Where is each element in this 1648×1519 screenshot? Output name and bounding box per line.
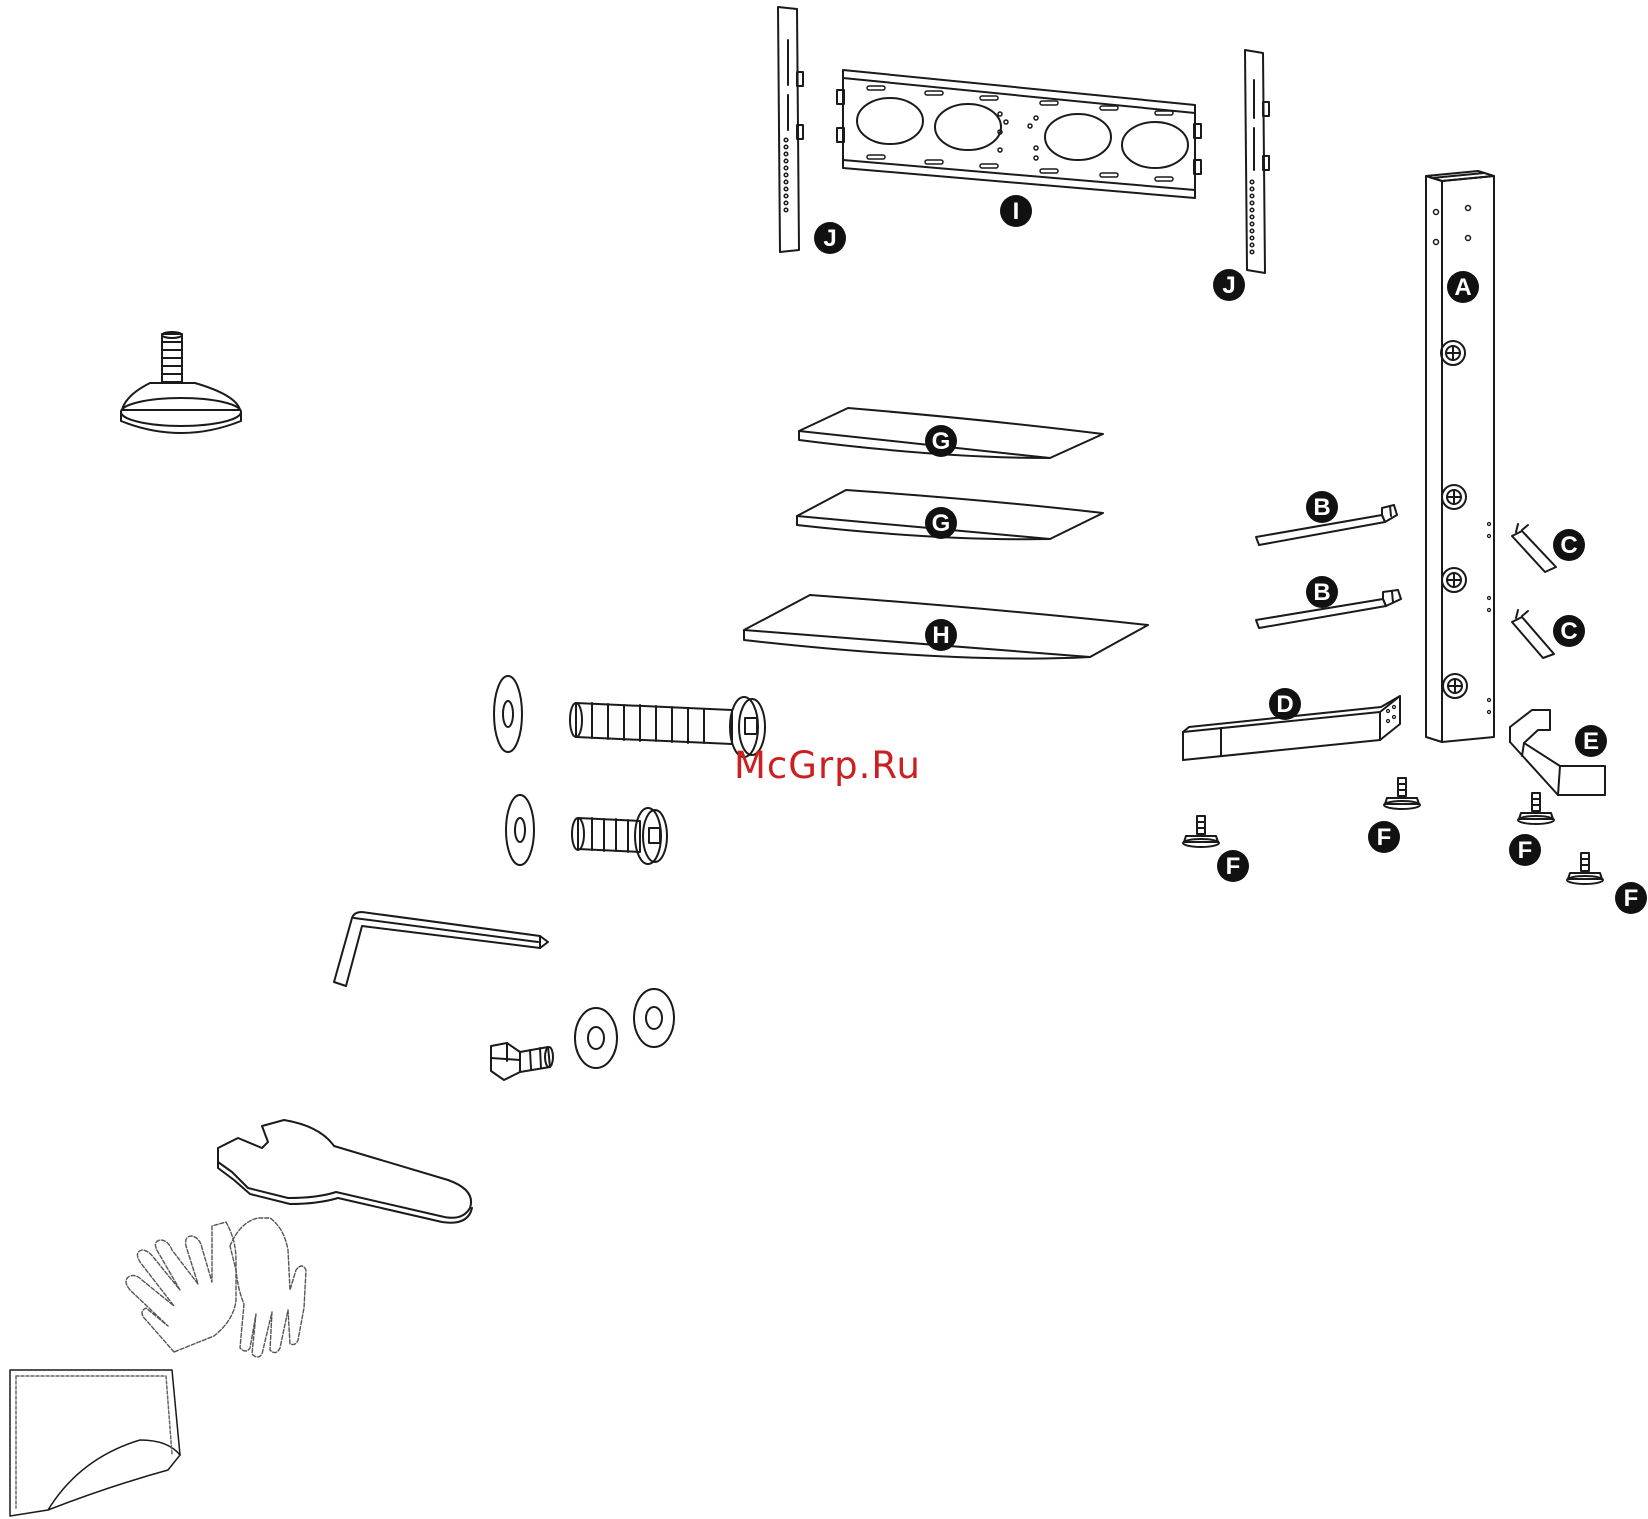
part-f-foot-2 <box>1384 778 1420 809</box>
label-badge-a: A <box>1447 271 1479 303</box>
label-c-lower: C <box>1560 618 1577 645</box>
short-bolt-washer <box>506 795 534 865</box>
label-f-4: F <box>1624 885 1639 912</box>
label-g-middle: G <box>932 510 951 537</box>
part-i-wall-plate <box>837 70 1201 198</box>
part-f-foot-1 <box>1183 816 1219 847</box>
label-badge-h: H <box>925 619 957 651</box>
part-f-foot-3 <box>1518 793 1554 824</box>
label-badge-d: D <box>1269 688 1301 720</box>
label-e: E <box>1583 728 1599 755</box>
label-badge-g-middle: G <box>925 507 957 539</box>
part-c-clip-upper <box>1512 524 1556 572</box>
label-badge-b-upper: B <box>1306 491 1338 523</box>
part-j-right-bracket <box>1245 50 1269 273</box>
label-j-right: J <box>1222 272 1235 299</box>
part-j-left-bracket <box>778 7 803 252</box>
label-b-lower: B <box>1313 579 1330 606</box>
label-badge-f-4: F <box>1615 882 1647 914</box>
label-b-upper: B <box>1313 494 1330 521</box>
label-badge-b-lower: B <box>1306 576 1338 608</box>
label-badge-j-right: J <box>1213 269 1245 301</box>
label-badge-g-top: G <box>925 425 957 457</box>
watermark-text: McGrp.Ru <box>734 744 921 787</box>
label-badge-c-upper: C <box>1553 529 1585 561</box>
part-a-column <box>1426 171 1494 742</box>
label-g-top: G <box>932 428 951 455</box>
gloves <box>126 1218 306 1357</box>
label-badge-f-2: F <box>1368 821 1400 853</box>
flat-washer-1 <box>575 1008 617 1068</box>
label-badge-f-1: F <box>1217 850 1249 882</box>
part-f-foot-4 <box>1567 853 1603 884</box>
label-j-left: J <box>823 225 836 252</box>
label-badge-i: I <box>1000 195 1032 227</box>
label-a: A <box>1454 274 1471 301</box>
label-c-upper: C <box>1560 532 1577 559</box>
label-badge-c-lower: C <box>1553 615 1585 647</box>
flat-washer-2 <box>634 989 674 1047</box>
wrench-tool <box>218 1120 472 1223</box>
short-bolt <box>572 808 667 864</box>
long-bolt-washer <box>494 676 522 752</box>
leveling-foot-detail <box>121 332 241 433</box>
cleaning-cloth <box>10 1370 180 1516</box>
label-badge-f-3: F <box>1509 834 1541 866</box>
label-f-3: F <box>1518 837 1533 864</box>
label-f-2: F <box>1377 824 1392 851</box>
hex-bolt <box>491 1043 553 1080</box>
label-f-1: F <box>1226 853 1241 880</box>
hex-key-tool <box>334 912 548 986</box>
part-c-clip-lower <box>1512 610 1554 658</box>
label-h: H <box>932 622 949 649</box>
label-d: D <box>1276 691 1293 718</box>
label-badge-e: E <box>1575 725 1607 757</box>
label-badge-j-left: J <box>814 222 846 254</box>
label-i: I <box>1013 198 1020 225</box>
